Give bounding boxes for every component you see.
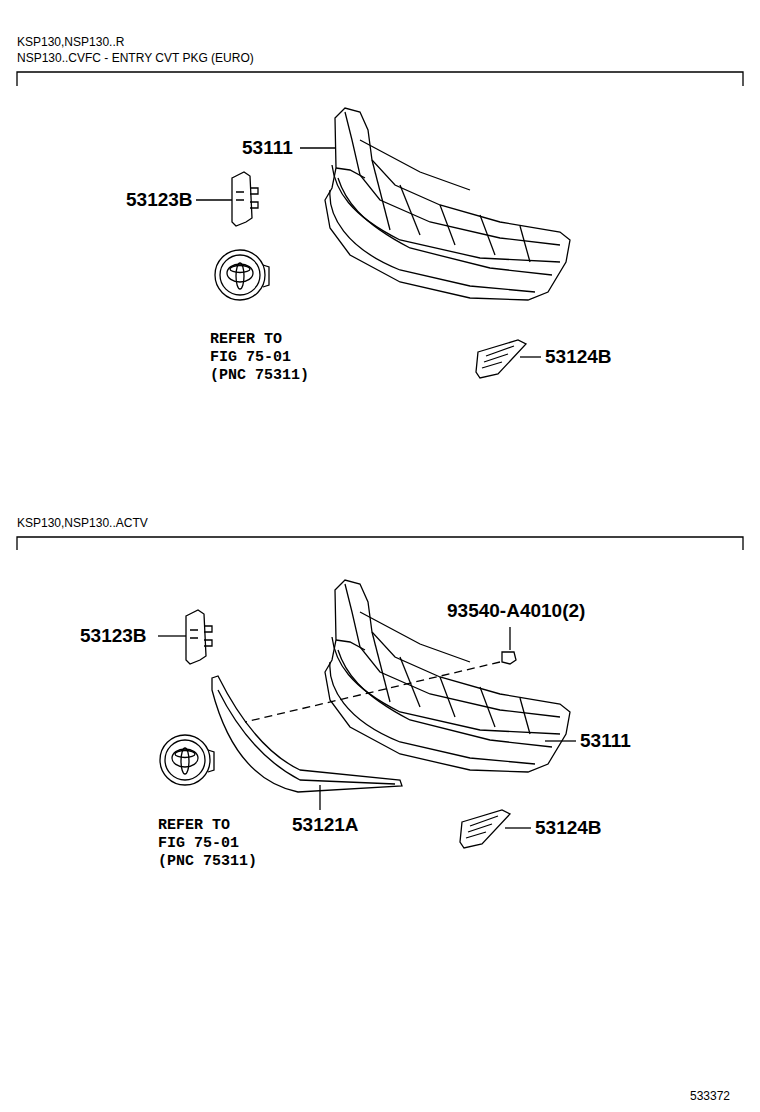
section-header: KSP130,NSP130..R <box>17 36 124 50</box>
figure-number: 533372 <box>690 1090 730 1104</box>
callout-number: 53111 <box>242 137 293 159</box>
section-header: KSP130,NSP130..ACTV <box>17 517 148 531</box>
callout-number: 53123B <box>126 189 193 211</box>
callout-number: 53123B <box>80 625 147 647</box>
section-header: NSP130..CVFC - ENTRY CVT PKG (EURO) <box>17 52 254 66</box>
reference-note: REFER TO FIG 75-01 (PNC 75311) <box>210 331 314 385</box>
callout-number: 53111 <box>580 730 631 752</box>
reference-note: REFER TO FIG 75-01 (PNC 75311) <box>158 817 262 871</box>
callout-number: 53124B <box>535 817 602 839</box>
callout-number: 93540-A4010(2) <box>447 600 585 622</box>
callout-number: 53124B <box>545 346 612 368</box>
callout-number: 53121A <box>292 814 359 836</box>
